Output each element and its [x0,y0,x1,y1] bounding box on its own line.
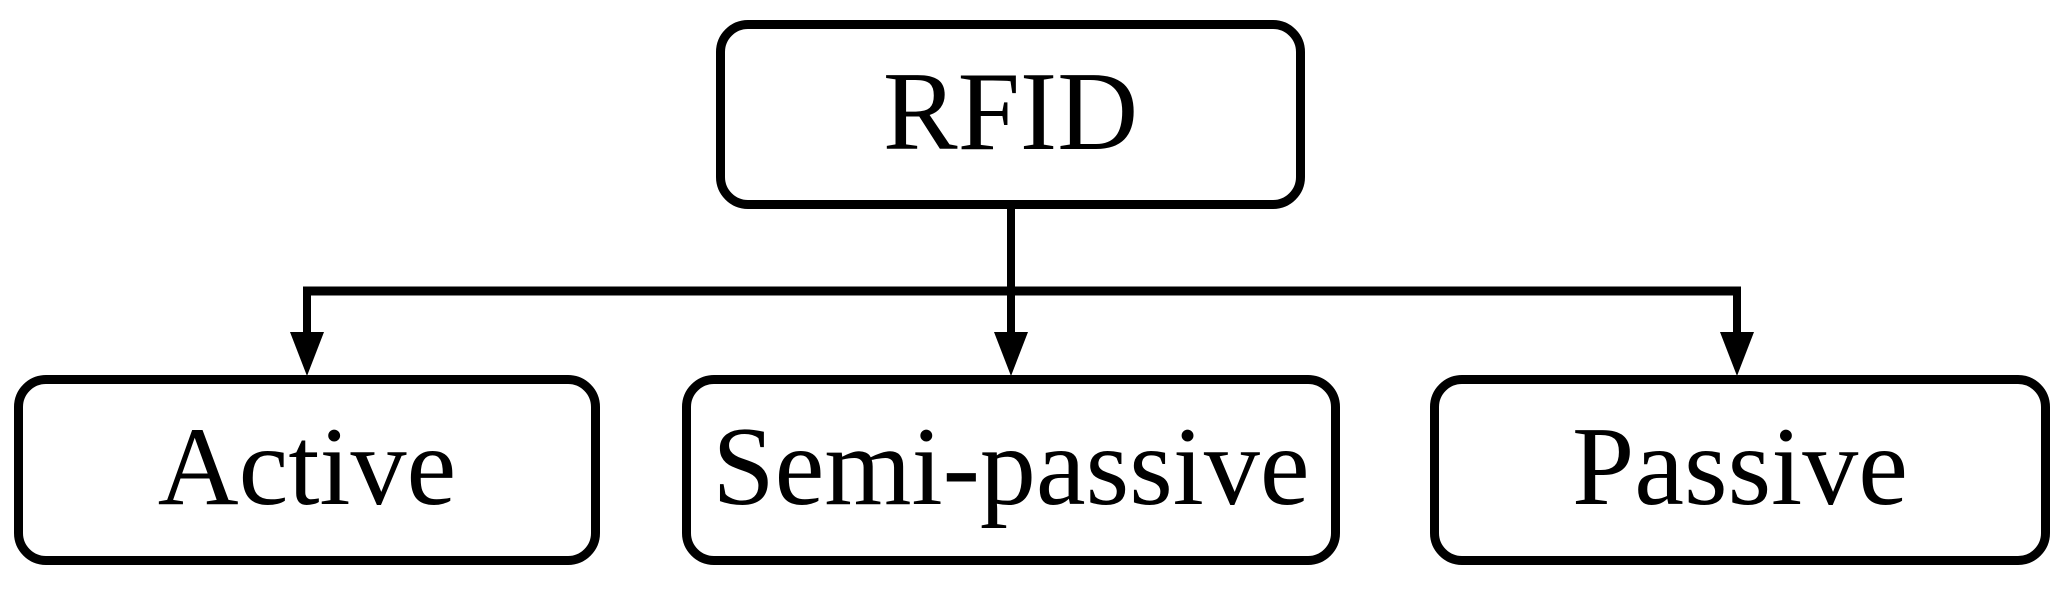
node-rfid-label: RFID [882,49,1139,174]
node-active-label: Active [157,405,457,529]
node-passive: Passive [1430,375,2050,565]
node-active: Active [14,375,600,565]
arrow-down-icon [290,287,324,376]
arrow-down-icon [994,287,1028,376]
node-semi-passive-label: Semi-passive [712,405,1310,529]
arrow-down-icon [1720,287,1754,376]
node-semi-passive: Semi-passive [682,375,1340,565]
node-passive-label: Passive [1572,405,1908,529]
node-rfid: RFID [716,20,1305,209]
